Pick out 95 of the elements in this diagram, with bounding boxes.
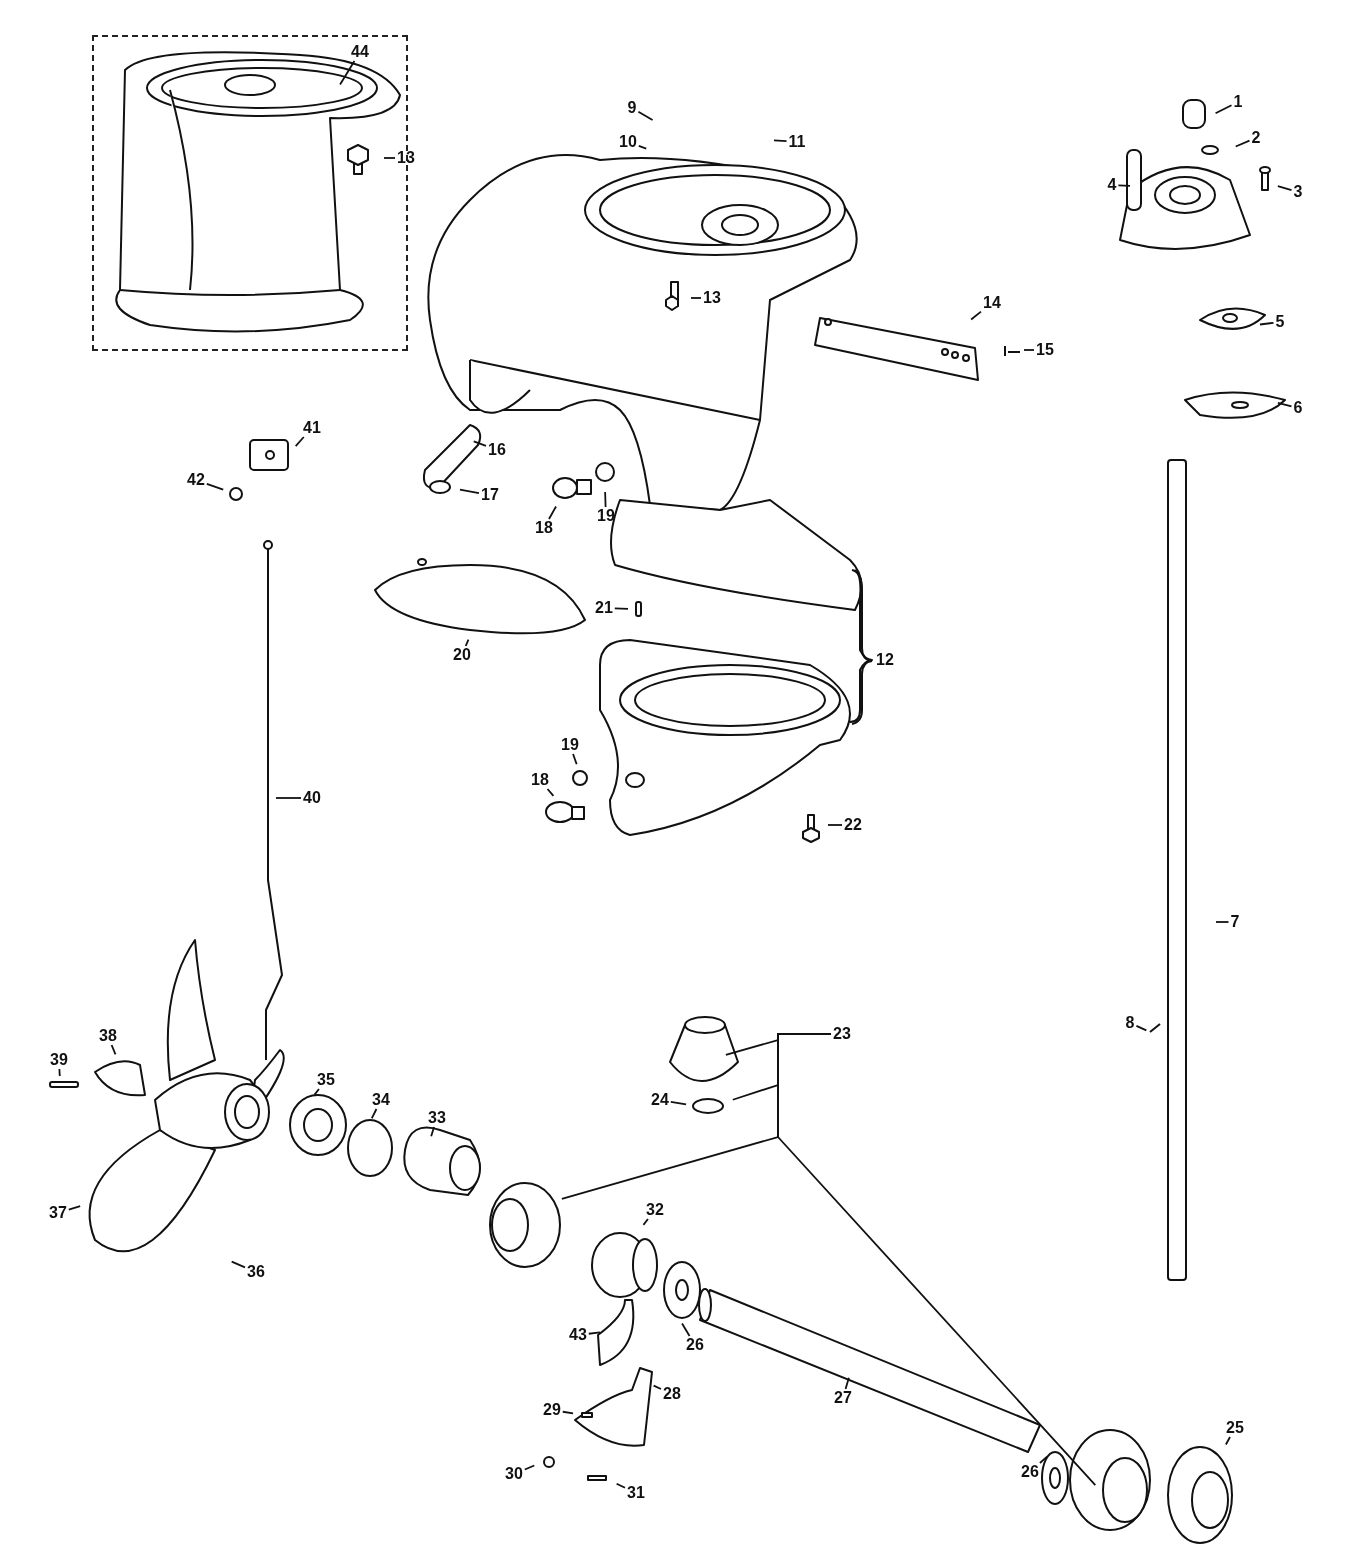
callout-number: 13	[396, 150, 416, 166]
callout-number: 18	[534, 520, 554, 536]
leader-line	[604, 491, 607, 508]
leader-line	[339, 60, 356, 86]
callout-number: 9	[626, 100, 638, 116]
callout-number: 12	[875, 652, 895, 668]
leader-line	[430, 1126, 435, 1138]
leader-line	[58, 1068, 61, 1077]
leader-line	[230, 1260, 246, 1269]
callout-number: 35	[316, 1072, 336, 1088]
leader-line	[1225, 1436, 1231, 1446]
callout-number: 19	[560, 737, 580, 753]
leader-line	[1259, 321, 1275, 326]
callout-number: 14	[982, 295, 1002, 311]
callout-number: 21	[594, 600, 614, 616]
leader-line	[275, 797, 302, 799]
leader-line	[1117, 184, 1131, 187]
leader-line	[205, 482, 225, 491]
callout-number: 23	[832, 1026, 852, 1042]
leader-line	[110, 1044, 117, 1056]
leader-line	[546, 788, 555, 797]
callout-number: 40	[302, 790, 322, 806]
leader-line	[827, 824, 843, 826]
callout-number: 43	[568, 1327, 588, 1343]
callout-number: 39	[49, 1052, 69, 1068]
callout-number: 31	[626, 1485, 646, 1501]
callout-number: 17	[480, 487, 500, 503]
callout-number: 28	[662, 1386, 682, 1402]
leader-line	[383, 157, 396, 159]
leader-line	[472, 440, 487, 447]
callout-number: 27	[833, 1390, 853, 1406]
callout-number: 18	[530, 772, 550, 788]
callout-number: 32	[645, 1202, 665, 1218]
callout-number: 20	[452, 647, 472, 663]
callout-number: 26	[685, 1337, 705, 1353]
leader-line	[652, 1384, 662, 1390]
leader-line	[637, 145, 648, 150]
leader-line	[615, 1482, 626, 1489]
leader-line	[642, 1218, 649, 1226]
callout-number: 11	[787, 134, 807, 150]
leader-line	[294, 436, 305, 447]
leader-line	[1135, 1025, 1148, 1032]
callout-number: 33	[427, 1110, 447, 1126]
leader-line	[561, 1410, 574, 1415]
callout-number: 1	[1232, 94, 1244, 110]
leader-line	[690, 297, 702, 299]
callout-number: 13	[702, 290, 722, 306]
leader-line	[464, 638, 470, 647]
callout-number: 37	[48, 1205, 68, 1221]
leader-line	[1234, 139, 1251, 148]
callout-number: 34	[371, 1092, 391, 1108]
callout-number: 36	[246, 1264, 266, 1280]
callout-number: 7	[1229, 914, 1241, 930]
callout-number: 25	[1225, 1420, 1245, 1436]
leader-line	[669, 1100, 687, 1106]
leader-line	[548, 505, 557, 520]
callout-number: 6	[1292, 400, 1304, 416]
leader-line	[370, 1108, 378, 1120]
callout-number: 30	[504, 1466, 524, 1482]
leader-line	[67, 1205, 82, 1211]
callout-number: 15	[1035, 342, 1055, 358]
leader-line	[1023, 349, 1035, 351]
leader-line	[459, 488, 480, 494]
leader-line	[1277, 402, 1293, 408]
leader-line	[1276, 185, 1293, 191]
callout-number: 4	[1106, 177, 1118, 193]
callout-number: 41	[302, 420, 322, 436]
leader-line	[613, 607, 629, 610]
leader-line	[523, 1464, 536, 1471]
callout-number: 16	[487, 442, 507, 458]
leader-line	[844, 1376, 850, 1390]
leader-line	[777, 1033, 1097, 1486]
leader-line	[587, 1331, 601, 1335]
leader-line	[970, 310, 982, 321]
callout-number: 44	[350, 44, 370, 60]
callout-number: 26	[1020, 1464, 1040, 1480]
leader-line	[681, 1322, 691, 1337]
callout-number: 8	[1124, 1015, 1136, 1031]
leader-line	[1214, 104, 1233, 115]
leader-line	[1215, 921, 1230, 923]
callout-number: 10	[618, 134, 638, 150]
callout-number: 3	[1292, 184, 1304, 200]
callout-number: 42	[186, 472, 206, 488]
leader-line	[313, 1088, 320, 1096]
leader-line	[637, 110, 654, 121]
callout-number: 2	[1250, 130, 1262, 146]
callout-number: 24	[650, 1092, 670, 1108]
callout-number: 19	[596, 508, 616, 524]
leader-line	[1039, 1455, 1048, 1464]
leader-line	[572, 753, 578, 766]
callout-number: 22	[843, 817, 863, 833]
leader-line	[773, 139, 788, 143]
callout-number: 38	[98, 1028, 118, 1044]
callout-number: 29	[542, 1402, 562, 1418]
callout-number: 5	[1274, 314, 1286, 330]
